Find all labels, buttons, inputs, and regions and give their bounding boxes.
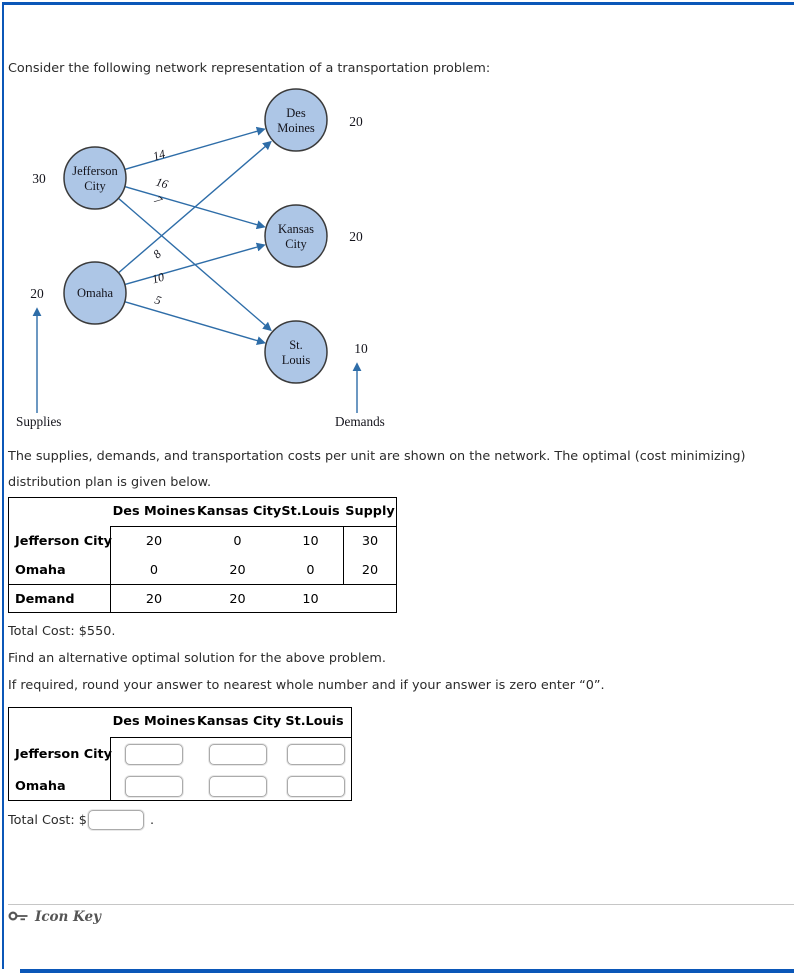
edge-omaha-desmoines <box>118 140 272 274</box>
cost-label: 8 <box>150 247 164 262</box>
answer-input-omaha-kansascity[interactable] <box>209 776 267 797</box>
cost-label: 5 <box>153 292 163 307</box>
row-label: Omaha <box>15 779 66 794</box>
edge-omaha-kansascity <box>124 242 266 286</box>
page-left-border <box>2 2 4 969</box>
cell-value: 20 <box>145 592 163 607</box>
cell-value: 20 <box>145 534 163 549</box>
demand-value-desmoines: 20 <box>349 114 363 129</box>
table-line <box>9 583 396 585</box>
table-line <box>109 525 396 527</box>
total-cost-given: Total Cost: $550. <box>8 624 116 639</box>
col-header-kansas-city: Kansas City <box>197 714 282 729</box>
node-label: St. <box>289 338 303 352</box>
answer-input-jefferson-desmoines[interactable] <box>125 744 183 765</box>
description-text: The supplies, demands, and transportatio… <box>8 449 746 490</box>
answer-input-omaha-stlouis[interactable] <box>287 776 345 797</box>
row-label: Omaha <box>15 563 66 578</box>
network-diagram: 14 16 7 8 10 5 Jefferson City Omaha Des … <box>16 88 385 429</box>
supply-value-omaha: 20 <box>30 286 44 301</box>
cost-label: 16 <box>154 175 169 192</box>
col-header-kansas-city: Kansas City <box>197 504 282 519</box>
node-label: Des <box>286 106 306 120</box>
node-label: City <box>285 237 307 251</box>
demand-value-stlouis: 10 <box>354 341 368 356</box>
row-label: Jefferson City <box>15 534 113 549</box>
row-label: Demand <box>15 592 75 607</box>
icon-key-label: Icon Key <box>35 909 101 925</box>
cell-value: 20 <box>229 592 246 607</box>
row-label: Jefferson City <box>15 747 113 762</box>
cell-value: 0 <box>149 563 159 578</box>
col-header-des-moines: Des Moines <box>112 504 196 519</box>
answer-input-omaha-desmoines[interactable] <box>125 776 183 797</box>
node-st-louis: St. Louis <box>264 320 328 384</box>
col-header-supply: Supply <box>345 504 395 519</box>
intro-text: Consider the following network represent… <box>8 61 491 76</box>
node-label: Omaha <box>77 286 114 300</box>
cell-value: 0 <box>233 534 242 549</box>
cell-value: 20 <box>361 563 379 578</box>
cost-label: 14 <box>151 147 166 164</box>
col-header-st-louis: St.Louis <box>281 504 340 519</box>
supplies-label: Supplies <box>16 414 61 429</box>
cell-value: 10 <box>302 534 319 549</box>
table-line <box>109 736 111 800</box>
node-omaha: Omaha <box>63 261 127 325</box>
cost-label: 10 <box>150 270 165 287</box>
cell-value: 20 <box>229 563 246 578</box>
answer-total-cost-period: . <box>149 812 155 828</box>
answer-input-total-cost[interactable] <box>87 810 144 830</box>
answer-total-cost-label: Total Cost: $ <box>8 812 87 828</box>
node-label: City <box>84 179 106 193</box>
answer-total-cost-row: Total Cost: $ . <box>8 808 154 832</box>
node-label: Louis <box>282 353 311 367</box>
col-header-des-moines: Des Moines <box>112 714 196 729</box>
page-top-border <box>2 2 794 5</box>
node-kansas-city: Kansas City <box>264 204 328 268</box>
next-section-border <box>20 969 794 973</box>
cell-value: 30 <box>361 534 379 549</box>
find-alternative-text: Find an alternative optimal solution for… <box>8 651 386 666</box>
edge-omaha-stlouis <box>124 301 266 345</box>
table-line <box>342 525 344 585</box>
footer-divider <box>8 904 794 905</box>
table-line <box>109 736 351 738</box>
answer-input-jefferson-kansascity[interactable] <box>209 744 267 765</box>
node-label: Moines <box>277 121 315 135</box>
solution-table: Des Moines Kansas City St.Louis Supply J… <box>8 497 397 613</box>
answer-input-jefferson-stlouis[interactable] <box>287 744 345 765</box>
icon-key-link[interactable]: Icon Key <box>8 909 101 925</box>
cell-value: 10 <box>302 592 319 607</box>
demand-value-kansascity: 20 <box>349 229 363 244</box>
node-des-moines: Des Moines <box>264 88 328 152</box>
answer-table: Des Moines Kansas City St.Louis Jefferso… <box>8 707 352 801</box>
table-line <box>109 525 111 612</box>
cell-value: 0 <box>306 563 315 578</box>
node-label: Kansas <box>278 222 314 236</box>
col-header-st-louis: St.Louis <box>285 714 344 729</box>
supply-value-jefferson: 30 <box>32 171 46 186</box>
demands-label: Demands <box>335 414 385 429</box>
edge-lines <box>32 126 362 413</box>
node-jefferson-city: Jefferson City <box>63 146 127 210</box>
key-icon <box>8 911 28 921</box>
node-label: Jefferson <box>72 164 118 178</box>
edge-jefferson-desmoines <box>124 126 266 171</box>
rounding-note: If required, round your answer to neares… <box>8 678 605 693</box>
